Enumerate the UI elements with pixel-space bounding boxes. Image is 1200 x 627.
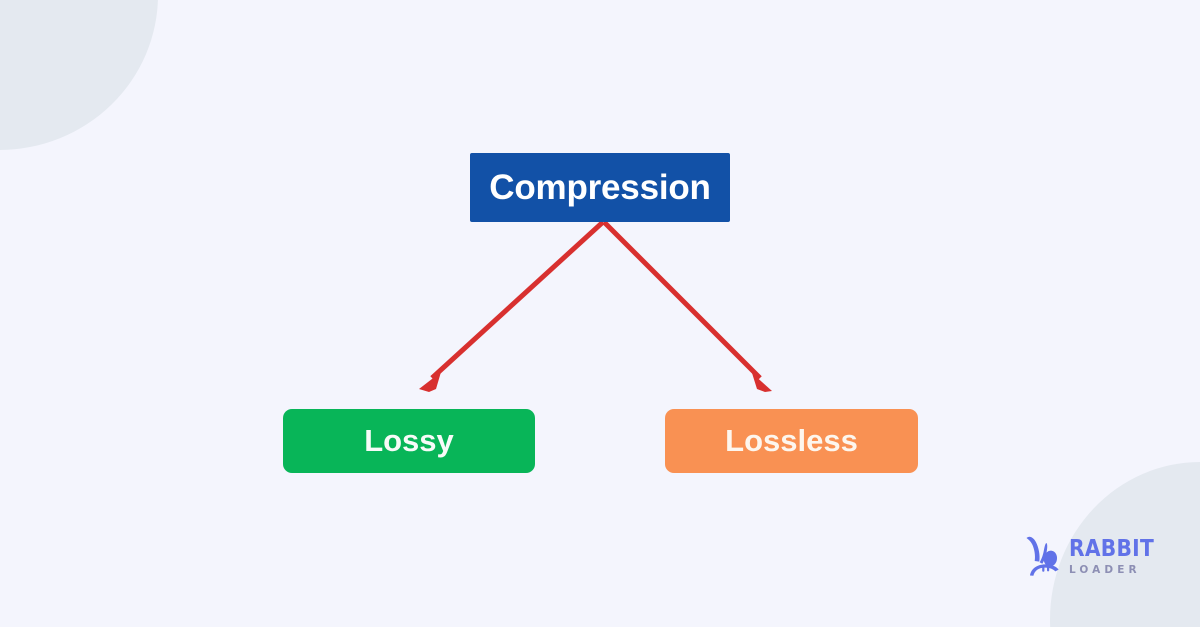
logo-tagline: LOADER: [1069, 564, 1141, 577]
node-lossy: Lossy: [283, 409, 535, 473]
node-compression: Compression: [470, 153, 730, 222]
logo-name: RABBIT: [1069, 536, 1155, 563]
rabbitloader-logo: RABBIT LOADER: [1022, 531, 1154, 583]
decorative-circle-top-left: [0, 0, 158, 150]
logo-wordmark: RABBIT LOADER: [1069, 538, 1166, 576]
node-lossless: Lossless: [665, 409, 918, 473]
edge-root-to-lossless: [602, 220, 772, 392]
arrowhead-right: [752, 373, 772, 392]
rabbit-icon: [1026, 536, 1059, 576]
arrowhead-left: [419, 372, 441, 392]
edge-line-left: [430, 220, 605, 380]
edge-root-to-lossy: [419, 220, 605, 392]
edge-line-right: [602, 220, 762, 380]
